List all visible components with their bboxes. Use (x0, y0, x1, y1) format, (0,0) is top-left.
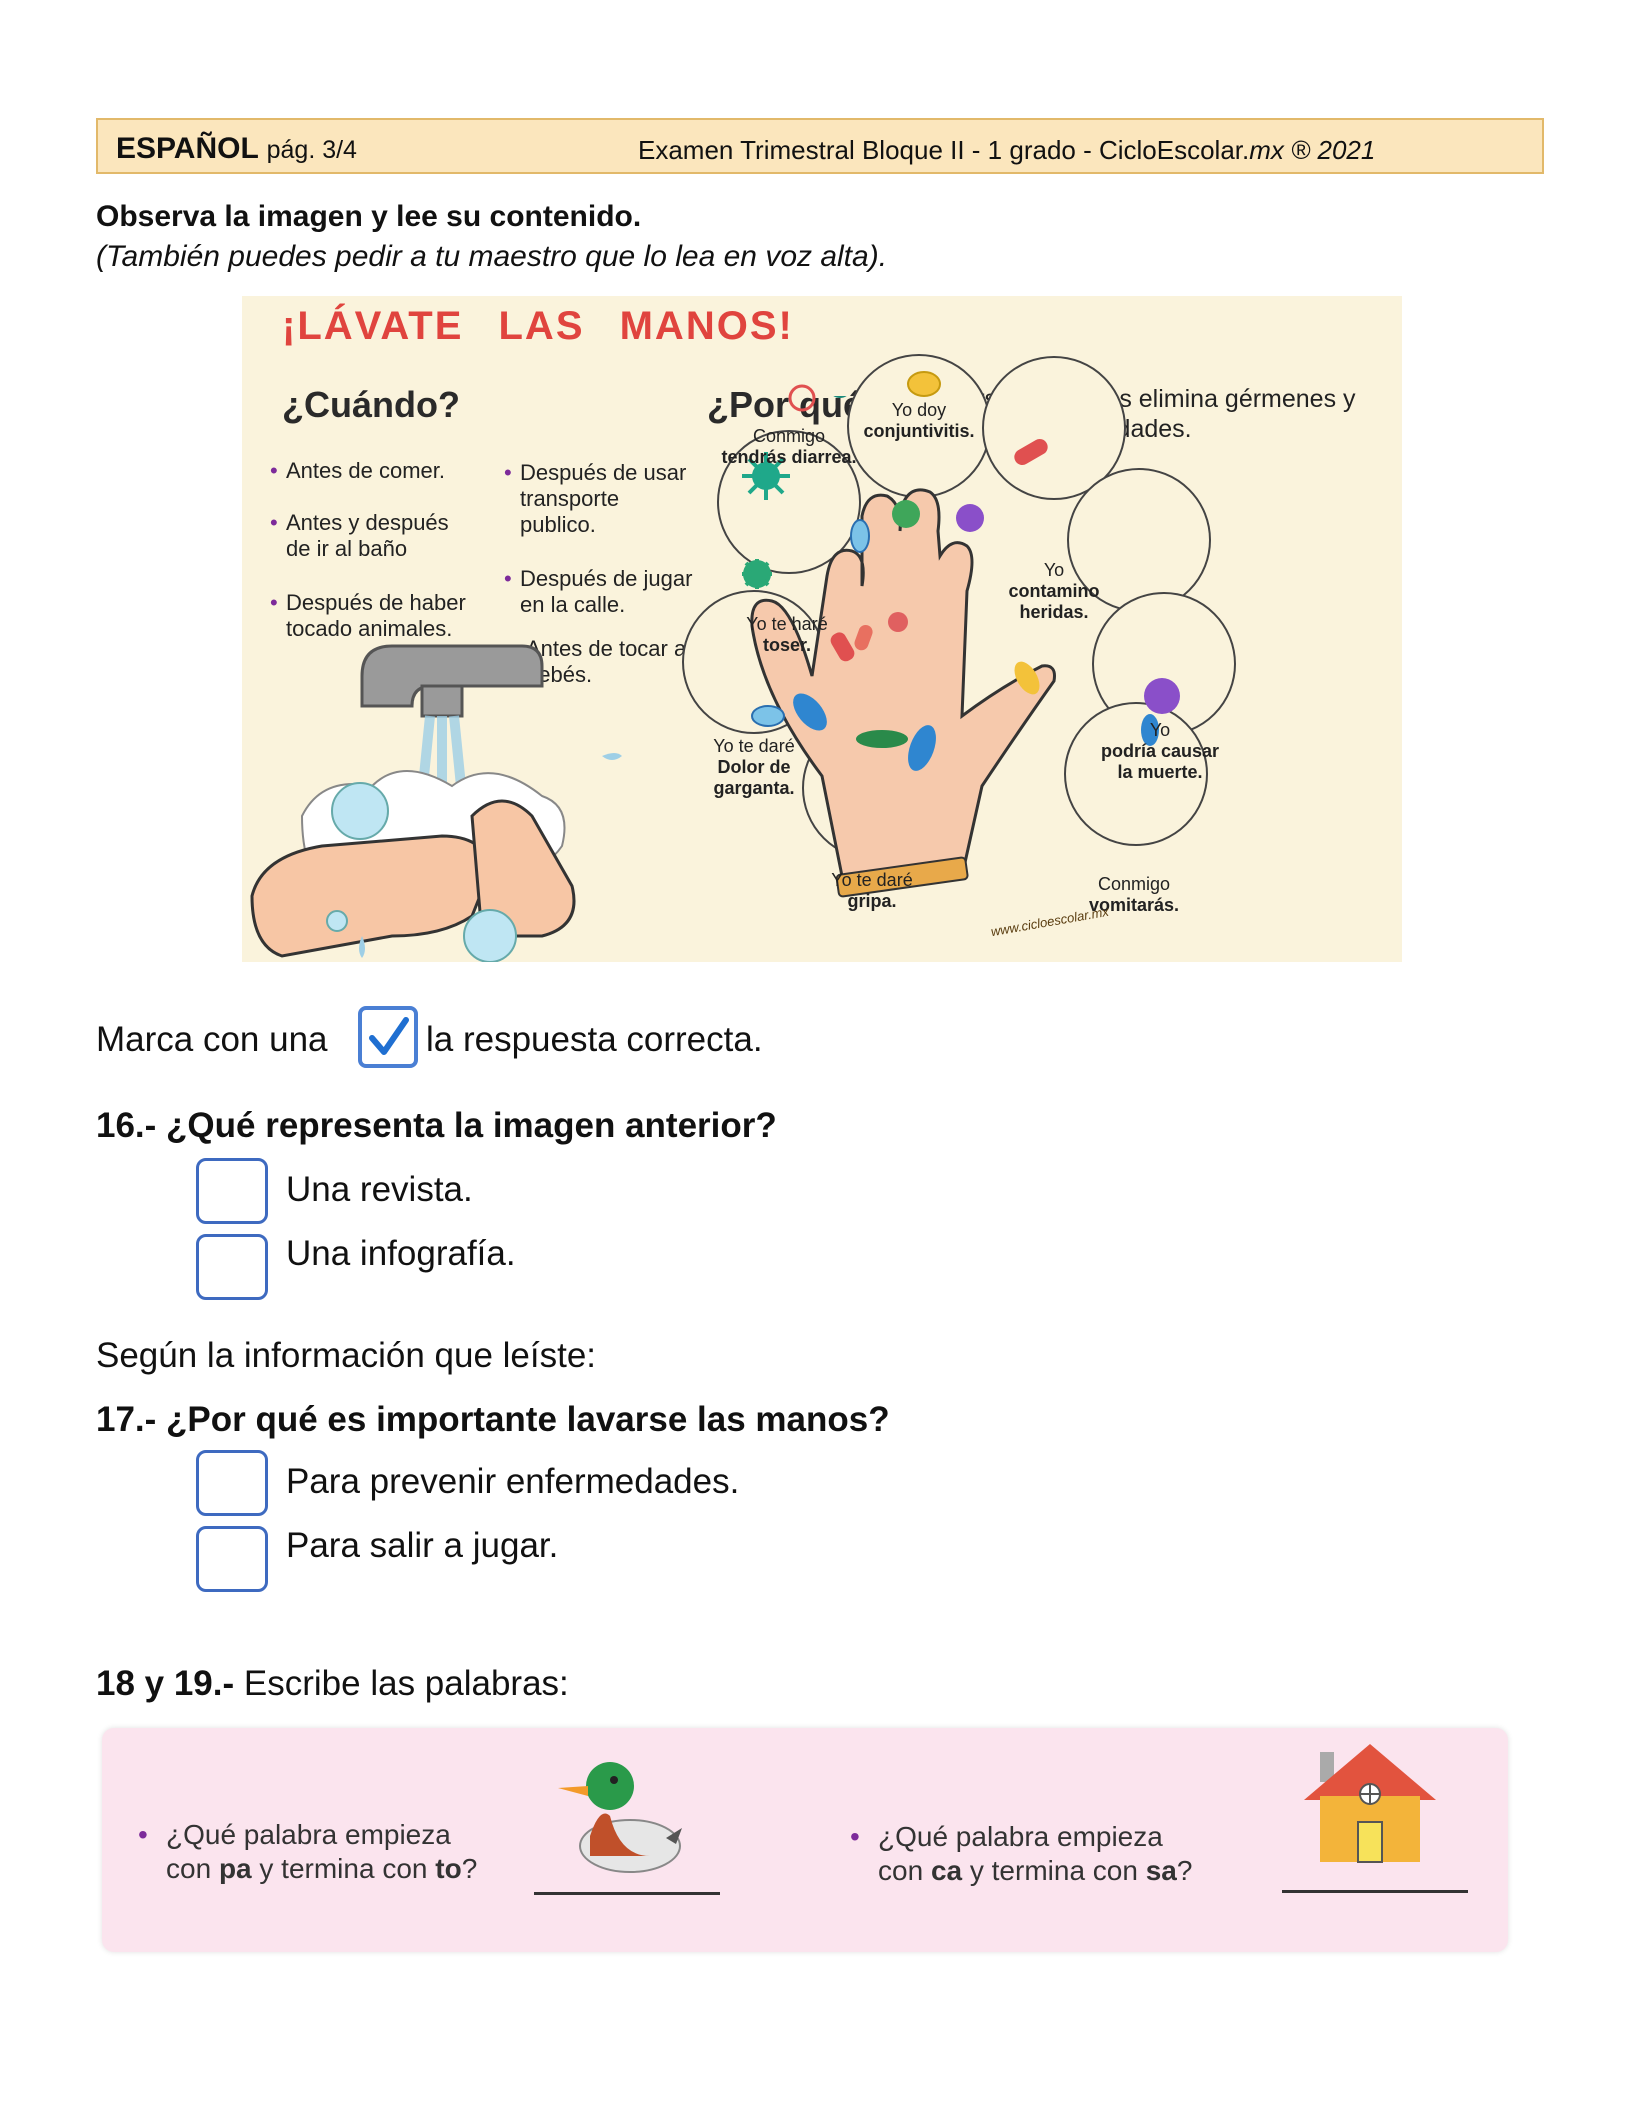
germ-icon (742, 452, 790, 500)
duck-icon (558, 1762, 682, 1873)
germ-circle (1064, 702, 1208, 846)
q17-option-1-label: Para prevenir enfermedades. (286, 1462, 740, 1501)
germ-icon (1144, 678, 1180, 714)
check-icon (369, 1017, 409, 1055)
germ-circle (982, 356, 1126, 500)
answer-line-1[interactable] (534, 1892, 720, 1895)
when-item: Antes y después de ir al baño (270, 510, 466, 562)
when-heading: ¿Cuándo? (282, 384, 460, 425)
germ-icon (788, 384, 816, 412)
when-item: Después de haber tocado animales. (270, 590, 486, 642)
intro-instruction: Observa la imagen y lee su contenido. (96, 200, 642, 233)
when-item: Antes de comer. (270, 458, 476, 484)
q17-option-2-checkbox[interactable] (196, 1526, 268, 1592)
when-item: Después de jugar en la calle. (504, 566, 710, 618)
germ-icon (856, 730, 908, 748)
q16-option-2-label: Una infografía. (286, 1234, 516, 1273)
germ-icon (1141, 714, 1159, 746)
q16-option-1-label: Una revista. (286, 1170, 473, 1209)
checked-checkbox-example (358, 1006, 418, 1068)
germ-circle (1067, 468, 1211, 612)
question-16: 16.- ¿Qué representa la imagen anterior? (96, 1106, 777, 1145)
germ-circle (717, 430, 861, 574)
q17-option-1-checkbox[interactable] (196, 1450, 268, 1516)
germ-icon (1014, 439, 1048, 465)
subject-label: ESPAÑOL pág. 3/4 (116, 132, 357, 165)
q16-option-2-checkbox[interactable] (196, 1234, 268, 1300)
handwashing-infographic: ¡LÁVATE LAS MANOS! ¿Cuándo? ¿Por qué? La… (242, 296, 1402, 962)
intro-note: (También puedes pedir a tu maestro que l… (96, 240, 888, 273)
when-item: Después de usar transporte publico. (504, 460, 700, 538)
question-18-19: 18 y 19.- Escribe las palabras: (96, 1664, 569, 1703)
washing-hands-illustration (250, 644, 622, 962)
page-number: pág. 3/4 (266, 136, 357, 164)
germ-icon (907, 371, 941, 397)
germ-icon (751, 705, 785, 727)
answer-line-2[interactable] (1282, 1890, 1468, 1893)
mark-instruction-end: la respuesta correcta. (426, 1020, 763, 1059)
q16-option-1-checkbox[interactable] (196, 1158, 268, 1224)
exam-title: Examen Trimestral Bloque II - 1 grado - … (638, 135, 1376, 165)
instruction-segun: Según la información que leíste: (96, 1336, 597, 1375)
q17-option-2-label: Para salir a jugar. (286, 1526, 559, 1565)
page-header: ESPAÑOL pág. 3/4 Examen Trimestral Bloqu… (96, 118, 1544, 174)
question-17: 17.- ¿Por qué es importante lavarse las … (96, 1400, 890, 1439)
house-icon (1304, 1744, 1436, 1863)
mark-instruction: Marca con una la respuesta correcta. (96, 1020, 763, 1060)
infographic-title: ¡LÁVATE LAS MANOS! (282, 304, 794, 348)
hand-with-germs-illustration (742, 396, 1056, 898)
